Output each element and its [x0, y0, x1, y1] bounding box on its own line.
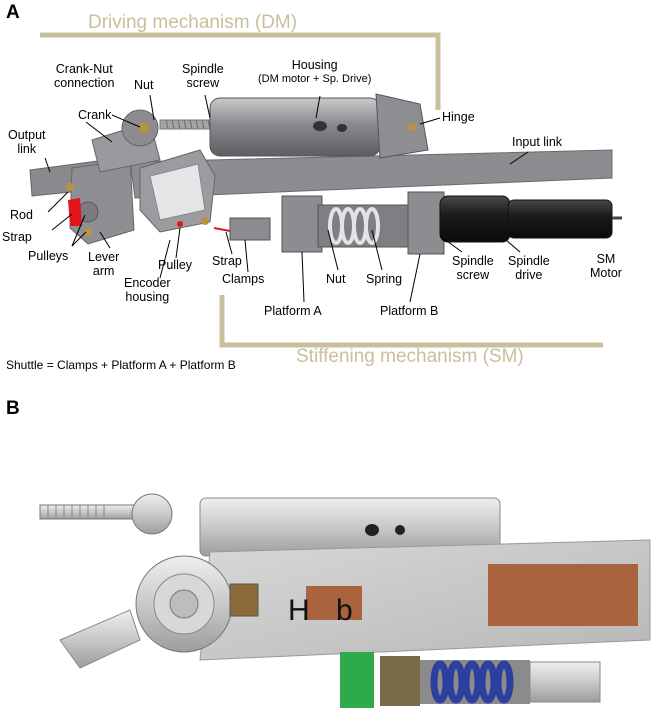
label-sm-spindle-line1: Spindle [452, 254, 494, 268]
leader-lines [44, 94, 529, 303]
label-housing-line2: (DM motor + Sp. Drive) [258, 73, 372, 85]
label-drive-line1: Spindle [508, 254, 550, 268]
label-lever-line1: Lever [88, 250, 120, 264]
label-sm-spindle-line2: screw [456, 268, 490, 282]
photo-blue-spring [430, 660, 514, 704]
label-output-line1: Output [8, 128, 46, 142]
sm-bracket-line [219, 295, 603, 348]
label-dm-spindle-line2: screw [186, 76, 220, 90]
plate-mark-b: b [336, 594, 353, 627]
sm-platform-b [407, 191, 445, 255]
label-platform-b: Platform B [380, 304, 439, 318]
label-lever-arm: Lever arm [88, 250, 119, 278]
label-output-line2: link [17, 142, 37, 156]
sm-platform-a [281, 195, 323, 253]
label-crank-nut-line2: connection [54, 76, 115, 90]
photo-tape-2 [488, 564, 638, 626]
photo-tape-1 [306, 586, 362, 620]
label-dm-spindle-screw: Spindle screw [182, 62, 224, 90]
label-strap-mid: Strap [212, 254, 242, 268]
shuttle-note: Shuttle = Clamps + Platform A + Platform… [6, 358, 236, 372]
label-hinge: Hinge [442, 110, 475, 124]
label-motor-line1: SM [596, 252, 616, 266]
panel-a-letter: A [6, 2, 20, 23]
strap-red [68, 198, 82, 226]
dm-title: Driving mechanism (DM) [88, 12, 298, 33]
label-lever-line2: arm [92, 264, 115, 278]
sm-motor [507, 199, 613, 239]
label-crank-nut: Crank-Nut connection [54, 62, 114, 90]
label-encoder-housing: Encoder housing [124, 276, 171, 304]
label-platform-a: Platform A [264, 304, 322, 318]
label-encoder-line1: Encoder [124, 276, 171, 290]
label-encoder-line2: housing [125, 290, 170, 304]
dm-bracket-line [40, 32, 441, 110]
plate-mark-h: H [288, 594, 310, 627]
label-spindle-drive: Spindle drive [508, 254, 550, 282]
photo-lever [59, 609, 141, 669]
hinge-block [375, 93, 429, 159]
label-motor-line2: Motor [590, 266, 622, 280]
label-sm-motor: SM Motor [590, 252, 622, 280]
label-nut-bottom: Nut [326, 272, 346, 286]
label-clamps: Clamps [222, 272, 265, 286]
label-pulleys: Pulleys [28, 249, 69, 263]
label-strap-left: Strap [2, 230, 32, 244]
label-drive-line2: drive [515, 268, 543, 282]
label-sm-spindle-screw: Spindle screw [452, 254, 494, 282]
dm-housing [209, 97, 381, 157]
sm-spring-coils [328, 207, 380, 245]
panel-b-letter: B [6, 398, 20, 419]
photo-green-part [340, 652, 374, 708]
label-rod: Rod [10, 208, 33, 222]
label-crank-nut-line1: Crank-Nut [55, 62, 113, 76]
sm-title: Stiffening mechanism (SM) [296, 346, 524, 367]
label-pulley: Pulley [158, 258, 193, 272]
label-dm-spindle-line1: Spindle [182, 62, 224, 76]
label-crank: Crank [78, 108, 112, 122]
label-housing: Housing (DM motor + Sp. Drive) [258, 58, 371, 86]
label-output-link: Output link [8, 128, 46, 156]
label-input-link: Input link [512, 135, 563, 149]
label-housing-line1: Housing [291, 58, 338, 72]
input-link-bar [129, 149, 613, 199]
sm-spindle-drive [439, 195, 511, 243]
sm-clamps [229, 217, 271, 241]
photo-connector [229, 583, 259, 617]
label-nut-top: Nut [134, 78, 154, 92]
label-spring: Spring [366, 272, 403, 286]
